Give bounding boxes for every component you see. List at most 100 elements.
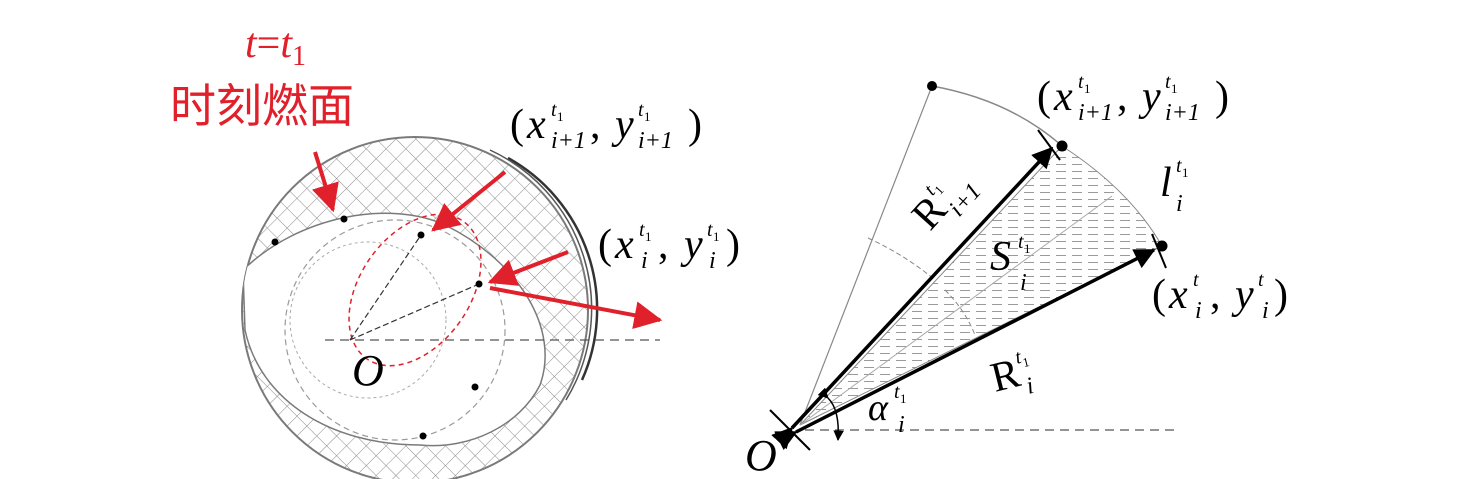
svg-text:t: t [1013, 346, 1024, 369]
point-next-dot [417, 231, 425, 239]
svg-text:t: t [639, 219, 645, 241]
svg-text:x: x [1053, 74, 1073, 120]
svg-text:(: ( [1037, 74, 1051, 120]
svg-text:(: ( [510, 102, 524, 148]
direction-arrow-icon [489, 286, 663, 330]
svg-text:i: i [1176, 191, 1183, 217]
svg-text:i: i [1262, 298, 1269, 324]
left-point-next-label: ( x t 1 i+1 , y t 1 i+1 ) [510, 99, 702, 154]
svg-text:1: 1 [713, 229, 720, 244]
surface-point [340, 215, 348, 223]
point-cur-dot-right [1156, 240, 1168, 252]
sector-mid-arc [867, 237, 936, 281]
radius-dash-cur [349, 283, 480, 341]
svg-text:): ) [1215, 74, 1229, 120]
svg-text:,: , [590, 102, 601, 148]
svg-text:t: t [551, 99, 557, 121]
svg-text:1: 1 [557, 109, 564, 124]
svg-text:1: 1 [1024, 241, 1031, 256]
svg-text:l: l [1160, 160, 1172, 206]
svg-text:t: t [1258, 269, 1264, 291]
surface-point [471, 383, 479, 391]
svg-text:1: 1 [644, 109, 651, 124]
svg-text:y: y [611, 102, 634, 148]
radius-dash-next [349, 234, 422, 341]
angle-label: α t 1 i [868, 381, 907, 438]
left-point-cur-label: ( x t 1 i , y t 1 i ) [598, 219, 740, 274]
svg-text:x: x [1168, 272, 1188, 318]
svg-text:y: y [1231, 272, 1254, 318]
port-circle [289, 241, 447, 399]
point-next-arrow-icon [431, 170, 507, 232]
sector-bisector [799, 195, 1113, 426]
svg-text:): ) [726, 222, 740, 268]
svg-text:(: ( [598, 222, 612, 268]
svg-text:1: 1 [1021, 354, 1031, 370]
tick-origin [769, 409, 811, 451]
svg-text:i: i [641, 248, 648, 274]
radius-cur-line [774, 248, 1156, 451]
radius-cur-label: R t 1 i [986, 346, 1037, 402]
left-origin-label: O [352, 346, 384, 395]
case-arc-outer [507, 156, 599, 381]
svg-text:y: y [1138, 74, 1161, 120]
right-origin-label: O [745, 431, 777, 479]
svg-text:i: i [709, 248, 716, 274]
svg-text:,: , [658, 222, 669, 268]
svg-text:1: 1 [1182, 165, 1189, 180]
point-cur-arrow-icon [487, 250, 569, 286]
point-next-dot-right [1056, 140, 1068, 152]
svg-text:t: t [707, 219, 713, 241]
sector-area-label: S t 1 i [990, 231, 1031, 296]
svg-text:1: 1 [1171, 81, 1178, 96]
tick-next [1037, 129, 1061, 161]
burning-surface-cavity [242, 212, 546, 447]
svg-text:i+1: i+1 [1165, 100, 1200, 126]
surface-point [271, 238, 279, 246]
svg-text:t: t [1018, 231, 1024, 253]
right-point-next-label: ( x t 1 i+1 , y t 1 i+1 ) [1037, 71, 1229, 126]
svg-text:i: i [898, 412, 905, 438]
case-arc-inner [489, 149, 593, 401]
right-sector-diagram: ( x t 1 i+1 , y t 1 i+1 ) l t 1 i ( x t … [745, 71, 1288, 479]
svg-text:α: α [868, 387, 889, 429]
svg-text:x: x [614, 222, 634, 268]
svg-text:S: S [990, 234, 1011, 280]
svg-text:1: 1 [1084, 81, 1091, 96]
svg-text:,: , [1117, 74, 1128, 120]
svg-text:t: t [638, 99, 644, 121]
svg-text:i+1: i+1 [1078, 100, 1113, 126]
svg-text:i+1: i+1 [638, 128, 673, 154]
tick-cur [1151, 233, 1167, 269]
left-grain-section: t=t1 时刻燃面 ( x t 1 i+1 , y t 1 i+1 ) ( x … [170, 21, 740, 479]
inner-reference-circle [284, 219, 506, 441]
svg-text:1: 1 [900, 391, 907, 406]
svg-text:x: x [526, 102, 546, 148]
svg-text:(: ( [1152, 272, 1166, 318]
svg-text:): ) [1274, 272, 1288, 318]
caption-arrow-icon [312, 151, 339, 213]
right-point-cur-label: ( x t i , y t i ) [1152, 269, 1288, 324]
sector-arc [931, 85, 1063, 147]
svg-text:t: t [1165, 71, 1171, 93]
arc-length-label: l t 1 i [1160, 155, 1189, 217]
svg-text:t: t [1193, 269, 1199, 291]
svg-text:t: t [1078, 71, 1084, 93]
time-label: t=t1 [245, 21, 306, 72]
svg-text:i: i [1020, 270, 1027, 296]
svg-text:t: t [894, 381, 900, 403]
burning-surface-caption: 时刻燃面 [170, 79, 354, 133]
svg-text:y: y [680, 222, 703, 268]
sector-top-point [927, 81, 937, 91]
svg-text:i+1: i+1 [551, 128, 586, 154]
surface-point [419, 432, 427, 440]
svg-text:t: t [1176, 155, 1182, 177]
svg-text:1: 1 [645, 229, 652, 244]
svg-text:): ) [688, 102, 702, 148]
point-cur-dot [475, 280, 483, 288]
angle-arc [817, 387, 844, 442]
svg-text:i: i [1024, 373, 1037, 400]
svg-text:,: , [1210, 272, 1221, 318]
svg-text:i: i [1195, 298, 1202, 324]
